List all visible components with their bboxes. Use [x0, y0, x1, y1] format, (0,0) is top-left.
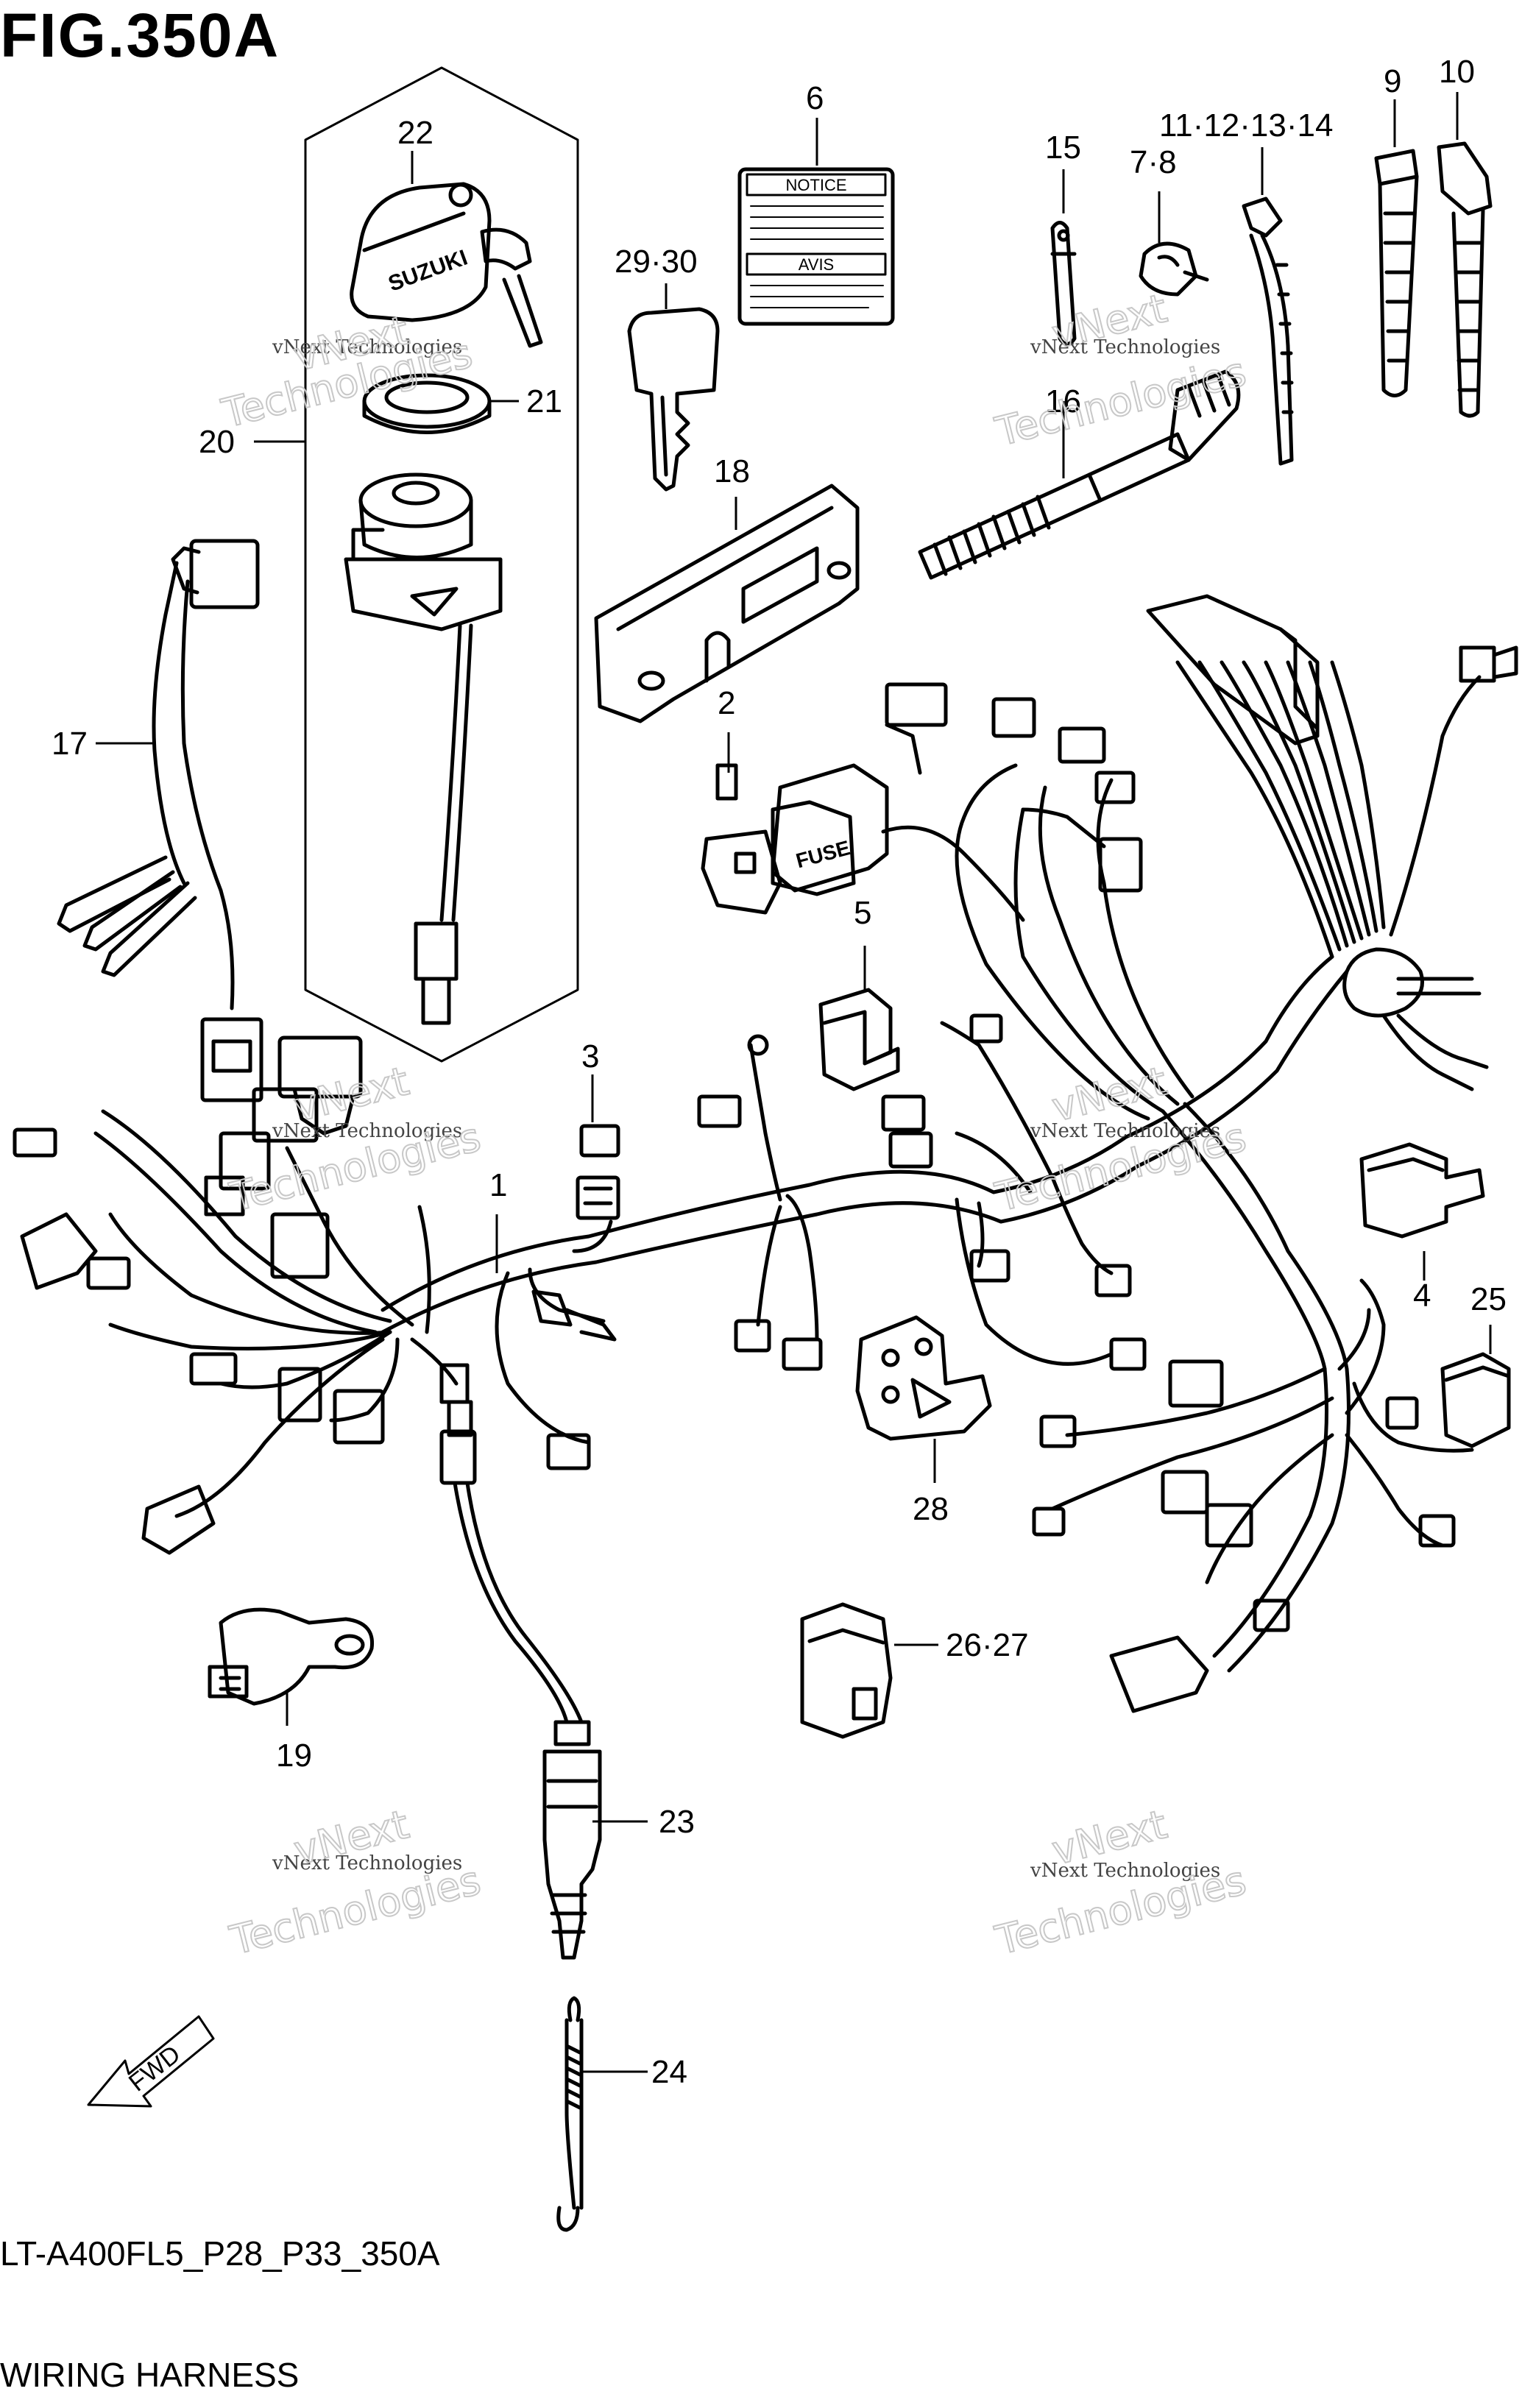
sub-harness-part: [57, 539, 263, 1102]
main-harness-part: [13, 594, 1518, 1713]
callout-2: 2: [718, 685, 735, 721]
callout-29-30: 29·30: [615, 244, 698, 280]
fuse-text: FUSE: [793, 836, 852, 872]
callout-11-14: 11·12·13·14: [1159, 107, 1333, 144]
notice-label-part: NOTICE AVIS: [737, 167, 895, 326]
svg-text:vNext Technologies: vNext Technologies: [1030, 1860, 1220, 1882]
cover-part: [1359, 1142, 1485, 1239]
callout-6: 6: [806, 80, 824, 116]
clamp-part: [1050, 221, 1077, 346]
callout-16: 16: [1045, 383, 1081, 419]
brand-label: SUZUKI: [385, 245, 470, 296]
fwd-arrow: FWD: [87, 2015, 215, 2108]
callout-9: 9: [1384, 63, 1401, 99]
notice-text: NOTICE: [785, 176, 846, 194]
callout-18: 18: [714, 453, 750, 489]
figure-name: WIRING HARNESS: [0, 2356, 300, 2394]
clip-part: [1139, 241, 1209, 297]
callout-4: 4: [1413, 1278, 1431, 1314]
cap-part: [1440, 1352, 1511, 1448]
ignition-switch-part: [344, 472, 503, 1025]
bracket-part: [594, 484, 860, 723]
callout-28: 28: [913, 1491, 949, 1527]
cable-tie-part: [1242, 196, 1294, 466]
callout-22: 22: [397, 115, 433, 151]
callout-17: 17: [52, 726, 88, 762]
callout-7-8: 7·8: [1130, 144, 1177, 180]
band-mount-part: [1437, 141, 1493, 418]
fwd-text: FWD: [124, 2040, 185, 2097]
callout-25: 25: [1470, 1281, 1507, 1317]
sensor-part: [208, 1607, 375, 1706]
svg-text:vNext Technologies: vNext Technologies: [272, 1852, 462, 1874]
callout-15: 15: [1045, 130, 1081, 166]
callout-1: 1: [489, 1167, 507, 1203]
probe-part: [439, 1400, 602, 1960]
callout-5: 5: [854, 895, 871, 931]
corrugated-tube-part: [918, 369, 1241, 580]
rubber-cover-part: [818, 988, 900, 1091]
svg-text:vNext Technologies: vNext Technologies: [1030, 1120, 1220, 1142]
svg-text:vNext Technologies: vNext Technologies: [272, 336, 462, 358]
relay-cover-part: [800, 1602, 893, 1739]
plate-part: [855, 1315, 992, 1441]
pin-part: [556, 1996, 584, 2232]
callout-23: 23: [659, 1804, 695, 1840]
callout-3: 3: [581, 1038, 599, 1074]
svg-text:Technologies: Technologies: [991, 348, 1250, 455]
svg-text:vNext Technologies: vNext Technologies: [272, 1120, 462, 1142]
callout-10: 10: [1439, 54, 1475, 90]
callout-24: 24: [651, 2054, 687, 2090]
relay-part: [576, 1124, 620, 1220]
callout-19: 19: [276, 1738, 312, 1774]
figure-title: FIG.350A: [0, 1, 280, 70]
callout-26-27: 26·27: [946, 1627, 1029, 1663]
ignition-group-outline: [304, 66, 579, 1063]
band-part: [1374, 149, 1419, 397]
fuse-box-part: FUSE: [701, 763, 1025, 922]
svg-text:vNext Technologies: vNext Technologies: [1030, 336, 1220, 358]
key-part: [627, 307, 720, 492]
figure-code: LT-A400FL5_P28_P33_350A: [0, 2234, 440, 2273]
avis-text: AVIS: [799, 255, 835, 274]
callout-20: 20: [199, 424, 235, 460]
callout-21: 21: [526, 383, 562, 419]
